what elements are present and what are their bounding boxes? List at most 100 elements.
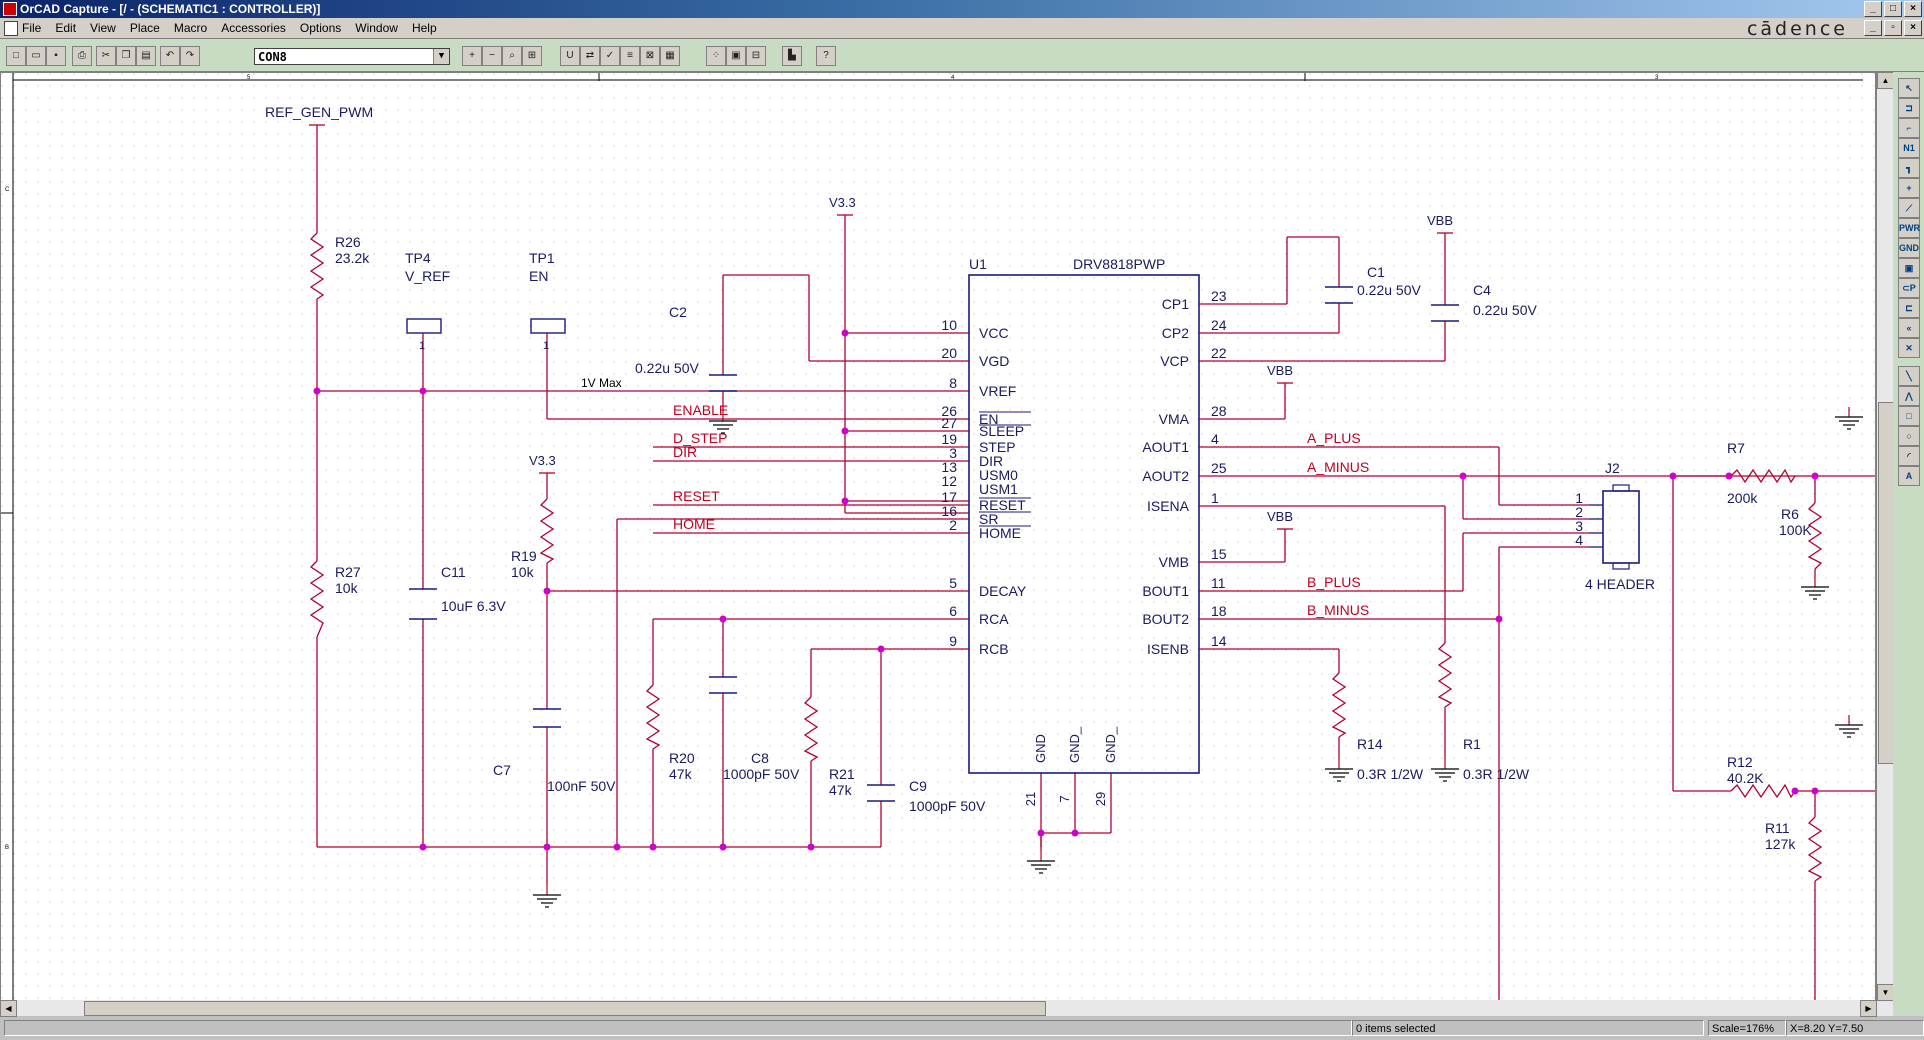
- part-ref-c9: C9: [909, 778, 927, 794]
- place-hier-block-icon[interactable]: ▣: [1898, 258, 1920, 278]
- scroll-up-icon[interactable]: ▲: [1877, 72, 1894, 89]
- menu-options[interactable]: Options: [299, 21, 342, 35]
- child-minimize-button[interactable]: _: [1864, 20, 1882, 36]
- minimize-button[interactable]: _: [1864, 1, 1882, 17]
- ic-pin-name-vcc: VCC: [979, 325, 1009, 341]
- schematic-svg[interactable]: 5 4 3 C B: [1, 73, 1876, 1016]
- place-line-icon[interactable]: ╲: [1898, 366, 1920, 386]
- ruler-label-b: B: [5, 845, 9, 851]
- part-ref-r21: R21: [829, 766, 855, 782]
- part-value-r27: 10k: [335, 580, 359, 596]
- tool-palette: ↖ ⊐ ⌐ N1 ┓ + ⟋ PWR GND ▣ ⊂P ⊏ « ✕ ╲ ⋀ □ …: [1893, 72, 1924, 1016]
- place-arc-icon[interactable]: ◜: [1898, 446, 1920, 466]
- annotate-icon[interactable]: U: [560, 46, 580, 66]
- ic-pin-name-step: STEP: [979, 439, 1016, 455]
- chevron-down-icon[interactable]: ▼: [433, 49, 449, 64]
- redo-icon[interactable]: ↷: [180, 46, 200, 66]
- bom-icon[interactable]: ▦: [660, 46, 680, 66]
- place-wire-icon[interactable]: ⌐: [1898, 118, 1920, 138]
- place-polyline-icon[interactable]: ⋀: [1898, 386, 1920, 406]
- scroll-right-icon[interactable]: ▶: [1860, 1000, 1877, 1017]
- snap-grid-icon[interactable]: ⁘: [706, 46, 726, 66]
- horizontal-scrollbar[interactable]: ◀ ▶: [0, 1000, 1877, 1017]
- toolbar: □ ▭ ▪ ⎙ ✂ ❐ ▤ ↶ ↷ CON8▼ + − ⌕ ⊞ U ⇄ ✓ ≡ …: [0, 39, 1924, 72]
- menu-window[interactable]: Window: [355, 21, 398, 35]
- child-close-button[interactable]: ×: [1904, 20, 1922, 36]
- menu-edit[interactable]: Edit: [55, 21, 77, 35]
- ic-pin-name-usm1: USM1: [979, 481, 1018, 497]
- zoom-out-icon[interactable]: −: [482, 46, 502, 66]
- close-button[interactable]: ×: [1904, 1, 1922, 17]
- drag-icon[interactable]: ⊟: [746, 46, 766, 66]
- place-rectangle-icon[interactable]: □: [1898, 406, 1920, 426]
- paste-icon[interactable]: ▤: [136, 46, 156, 66]
- ic-pin-name-en: EN: [979, 411, 998, 427]
- place-ground-icon[interactable]: GND: [1898, 238, 1920, 258]
- net-label-b-plus: B_PLUS: [1307, 574, 1361, 590]
- cut-icon[interactable]: ✂: [96, 46, 116, 66]
- zoom-area-icon[interactable]: ⌕: [502, 46, 522, 66]
- select-arrow-icon[interactable]: ↖: [1898, 78, 1920, 98]
- menu-view[interactable]: View: [90, 21, 116, 35]
- part-ref-c1: C1: [1367, 264, 1385, 280]
- area-select-icon[interactable]: ▣: [726, 46, 746, 66]
- new-icon[interactable]: □: [6, 46, 26, 66]
- ic-pin-number: 7: [1057, 795, 1072, 802]
- drc-icon[interactable]: ✓: [600, 46, 620, 66]
- ic-pin-name-aout2: AOUT2: [1142, 468, 1189, 484]
- no-connect-icon[interactable]: ✕: [1898, 338, 1920, 358]
- child-restore-button[interactable]: ▫: [1884, 20, 1902, 36]
- place-net-alias-icon[interactable]: N1: [1898, 138, 1920, 158]
- part-value-r20: 47k: [669, 766, 693, 782]
- schematic-canvas[interactable]: 5 4 3 C B: [0, 72, 1876, 1016]
- print-icon[interactable]: ⎙: [72, 46, 92, 66]
- part-ref-r26: R26: [335, 234, 361, 250]
- scroll-down-icon[interactable]: ▼: [1877, 984, 1894, 1001]
- power-label-vbb-vmb: VBB: [1267, 509, 1293, 524]
- place-pin-icon[interactable]: ⊏: [1898, 298, 1920, 318]
- place-bus-entry-icon[interactable]: ⟋: [1898, 198, 1920, 218]
- scroll-left-icon[interactable]: ◀: [0, 1000, 17, 1017]
- vertical-scrollbar[interactable]: ▲ ▼: [1876, 72, 1894, 1016]
- connector-j2[interactable]: [1589, 484, 1640, 570]
- ic-pin-name-isenb: ISENB: [1147, 641, 1189, 657]
- place-bus-icon[interactable]: ┓: [1898, 158, 1920, 178]
- j2-pin-number: 1: [1575, 490, 1583, 506]
- horizontal-scroll-thumb[interactable]: [84, 1001, 1046, 1016]
- place-part-icon[interactable]: ⊐: [1898, 98, 1920, 118]
- place-off-page-icon[interactable]: «: [1898, 318, 1920, 338]
- zoom-in-icon[interactable]: +: [462, 46, 482, 66]
- project-manager-icon[interactable]: ▙: [782, 46, 802, 66]
- ic-pin-name-gnd: GND_: [1067, 726, 1082, 763]
- ic-pin-name-rcb: RCB: [979, 641, 1009, 657]
- ic-body-u1[interactable]: [968, 274, 1200, 774]
- save-icon[interactable]: ▪: [46, 46, 66, 66]
- menu-help[interactable]: Help: [411, 21, 437, 35]
- ic-pin-name-vmb: VMB: [1159, 554, 1189, 570]
- open-folder-icon[interactable]: ▭: [26, 46, 46, 66]
- part-value-j2: 4 HEADER: [1585, 576, 1655, 592]
- netlist-icon[interactable]: ≡: [620, 46, 640, 66]
- place-ellipse-icon[interactable]: ○: [1898, 426, 1920, 446]
- back-annotate-icon[interactable]: ⇄: [580, 46, 600, 66]
- copy-icon[interactable]: ❐: [116, 46, 136, 66]
- place-text-icon[interactable]: A: [1898, 466, 1920, 486]
- menu-place[interactable]: Place: [129, 21, 160, 35]
- place-power-icon[interactable]: PWR: [1898, 218, 1920, 238]
- net-label-a-minus: A_MINUS: [1307, 459, 1369, 475]
- maximize-button[interactable]: □: [1884, 1, 1902, 17]
- help-icon[interactable]: ?: [816, 46, 836, 66]
- place-port-icon[interactable]: ⊂P: [1898, 278, 1920, 298]
- ruler-label-c: C: [5, 187, 10, 193]
- undo-icon[interactable]: ↶: [160, 46, 180, 66]
- menu-accessories[interactable]: Accessories: [221, 21, 286, 35]
- place-junction-icon[interactable]: +: [1898, 178, 1920, 198]
- cross-ref-icon[interactable]: ⊠: [640, 46, 660, 66]
- window-title: OrCAD Capture - [/ - (SCHEMATIC1 : CONTR…: [20, 2, 321, 16]
- menu-macro[interactable]: Macro: [173, 21, 208, 35]
- vertical-scroll-thumb[interactable]: [1878, 402, 1894, 764]
- document-icon[interactable]: [4, 21, 18, 36]
- zoom-all-icon[interactable]: ⊞: [522, 46, 542, 66]
- part-combo[interactable]: CON8▼: [254, 48, 450, 65]
- menu-file[interactable]: File: [22, 21, 42, 35]
